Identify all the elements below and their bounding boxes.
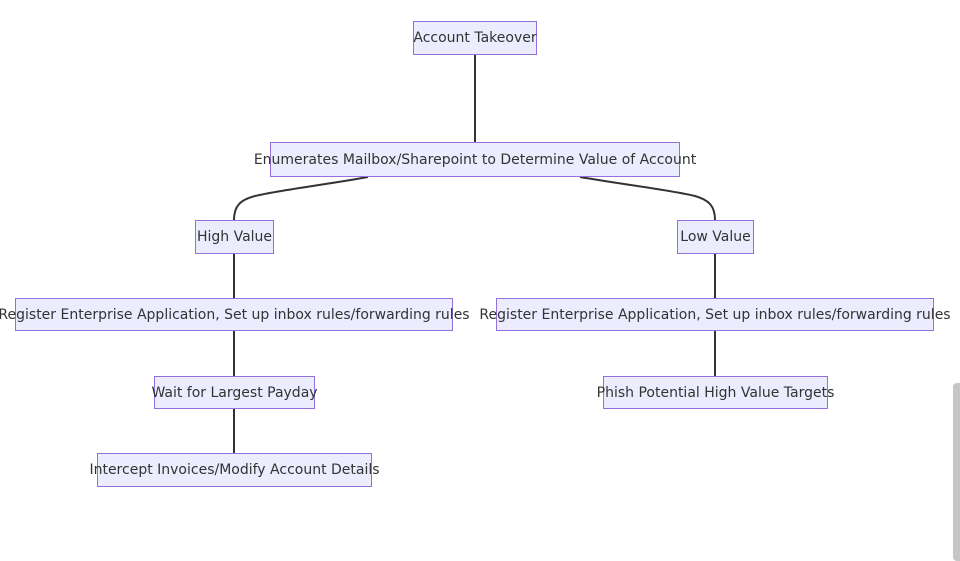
edge-enumerates-to-high-value — [233, 176, 369, 221]
node-low-value: Low Value — [677, 220, 754, 254]
vertical-scrollbar[interactable] — [953, 383, 960, 561]
node-high-value: High Value — [195, 220, 274, 254]
node-wait-for-largest-payday: Wait for Largest Payday — [151, 376, 318, 409]
node-intercept-invoices: Intercept Invoices/Modify Account Detail… — [89, 453, 380, 487]
node-account-takeover: Account Takeover — [413, 21, 537, 55]
node-phish-high-value-targets: Phish Potential High Value Targets — [597, 376, 834, 409]
node-register-enterprise-app-right: Register Enterprise Application, Set up … — [479, 298, 951, 331]
node-enumerates-mailbox: Enumerates Mailbox/Sharepoint to Determi… — [254, 142, 696, 177]
edge-enumerates-to-low-value — [579, 176, 716, 221]
node-register-enterprise-app-left: Register Enterprise Application, Set up … — [0, 298, 470, 331]
